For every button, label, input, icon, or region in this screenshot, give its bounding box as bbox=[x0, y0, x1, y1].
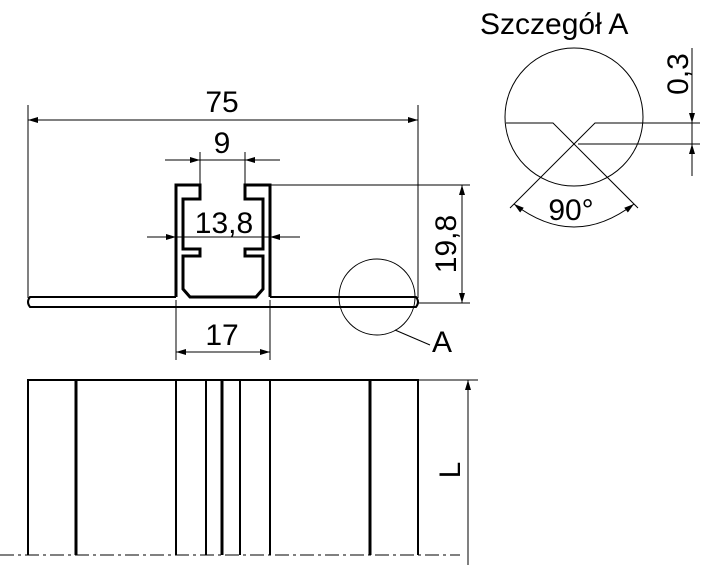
dimension-width-label: 75 bbox=[205, 86, 238, 119]
dimension-height-label: 19,8 bbox=[430, 215, 463, 273]
detail-marker-label: A bbox=[432, 326, 452, 359]
detail-view: Szczegół A 0,3 90° bbox=[480, 8, 700, 228]
side-view: L bbox=[0, 379, 478, 565]
base-plate bbox=[27, 296, 419, 308]
dimension-height: 19,8 bbox=[270, 184, 470, 304]
dimension-length-label: L bbox=[434, 462, 467, 479]
detail-title: Szczegół A bbox=[480, 8, 628, 41]
dimension-inner: 13,8 bbox=[147, 207, 300, 240]
channel-outer bbox=[174, 183, 272, 299]
dimension-width: 75 bbox=[27, 86, 419, 298]
detail-angle-label: 90° bbox=[548, 194, 593, 227]
detail-marker: A bbox=[338, 258, 452, 359]
dimension-base-label: 17 bbox=[205, 319, 238, 352]
dimension-base: 17 bbox=[175, 300, 271, 360]
detail-depth-label: 0,3 bbox=[662, 53, 695, 95]
profile-section bbox=[27, 183, 419, 308]
dimension-inner-label: 13,8 bbox=[195, 207, 253, 240]
dimension-slot: 9 bbox=[165, 127, 280, 185]
dimension-slot-label: 9 bbox=[214, 127, 231, 160]
